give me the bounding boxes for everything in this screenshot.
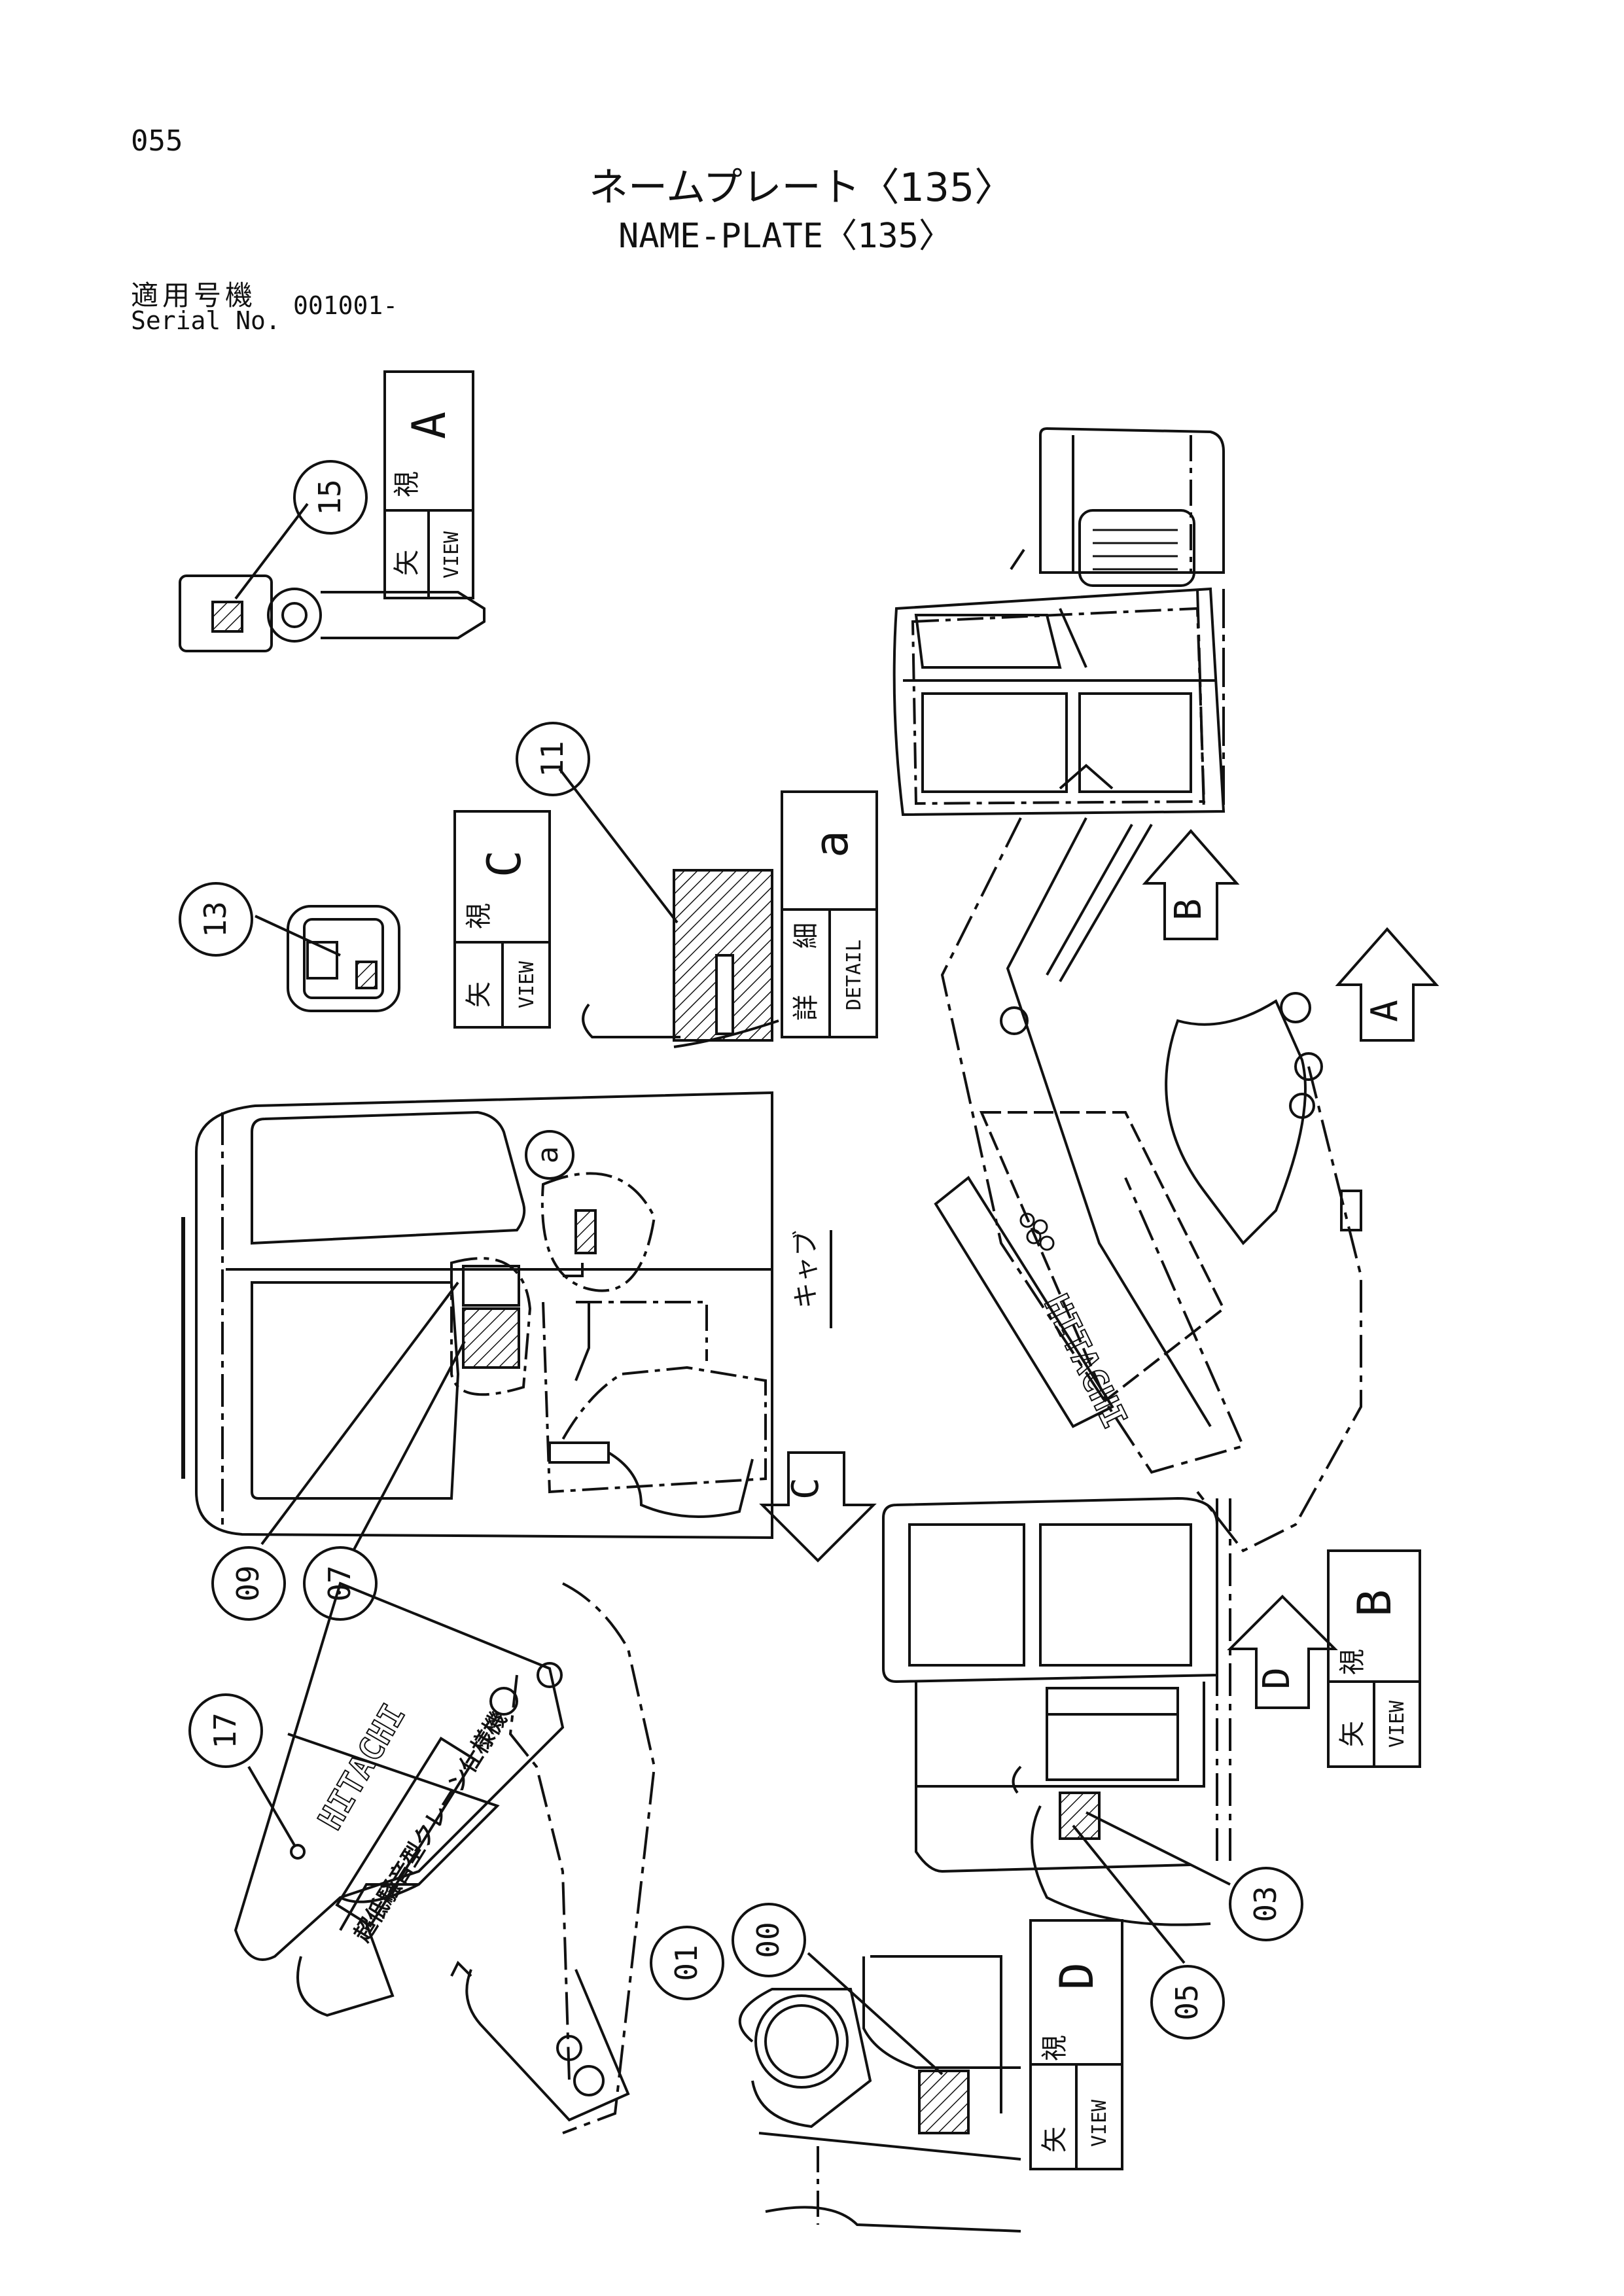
svg-text:17: 17	[207, 1712, 243, 1748]
view-b-letter: B	[1348, 1589, 1402, 1617]
arrow-a: A	[1335, 927, 1439, 1042]
arrow-c-letter: C	[785, 1477, 827, 1500]
svg-text:13: 13	[198, 901, 233, 937]
callout-05: 05	[1150, 1965, 1225, 2040]
arrow-d-letter: D	[1256, 1667, 1298, 1689]
detail-a-jp1: 詳	[791, 995, 821, 1021]
detail-a-jp2: 細	[791, 923, 821, 949]
page-title-japanese: ネームプレート〈135〉	[589, 165, 1014, 211]
view-d-label-box: 矢 視 VIEW D	[1029, 1919, 1123, 2170]
svg-text:01: 01	[669, 1945, 704, 1981]
callout-07: 07	[303, 1546, 378, 1621]
part-00-component	[738, 1952, 1021, 2233]
view-c-en: VIEW	[516, 961, 538, 1008]
view-c-jp2: 視	[464, 903, 494, 929]
callout-detail-a-marker: a	[525, 1130, 574, 1180]
arrow-b-letter: B	[1167, 898, 1210, 921]
view-c-jp1: 矢	[464, 981, 494, 1008]
brand-text-top: HITACHI	[1036, 1288, 1134, 1434]
callout-09: 09	[211, 1546, 286, 1621]
view-a-jp1: 矢	[392, 550, 422, 576]
part-15-component	[179, 503, 485, 652]
view-b-jp1: 矢	[1337, 1721, 1368, 1747]
view-b-en: VIEW	[1386, 1700, 1409, 1748]
part-13-component	[255, 905, 400, 1012]
arrow-d: D	[1227, 1595, 1338, 1709]
view-c-label-box: 矢 視 VIEW C	[453, 810, 551, 1029]
machine-rear-view	[882, 1496, 1231, 1964]
brand-text-bottom: HITACHI	[311, 1698, 413, 1836]
serial-label-english: Serial No.	[131, 306, 281, 335]
svg-text:05: 05	[1169, 1984, 1205, 2020]
svg-text:03: 03	[1248, 1886, 1283, 1922]
view-a-jp2: 視	[392, 471, 422, 497]
svg-text:09: 09	[230, 1565, 266, 1601]
page-title-english: NAME-PLATE〈135〉	[618, 217, 953, 256]
arrow-c: C	[759, 1451, 877, 1563]
callout-15: 15	[293, 460, 368, 535]
cab-label: キャブ	[791, 1230, 821, 1309]
cab-view: キャブ	[181, 1091, 832, 1540]
part-11-component	[558, 768, 779, 1048]
svg-text:11: 11	[535, 741, 570, 777]
view-d-en: VIEW	[1088, 2099, 1111, 2147]
detail-a-en: DETAIL	[843, 940, 866, 1010]
detail-a-letter: a	[805, 830, 858, 858]
view-d-jp2: 視	[1040, 2035, 1070, 2061]
serial-number-value: 001001-	[293, 291, 398, 320]
view-a-en: VIEW	[440, 531, 463, 578]
view-a-label-box: 矢 視 VIEW A	[383, 370, 474, 599]
serial-label-japanese: 適用号機	[131, 279, 257, 311]
callout-00: 00	[732, 1903, 806, 1977]
arrow-a-letter: A	[1364, 1000, 1406, 1022]
view-b-jp2: 視	[1337, 1649, 1368, 1675]
view-a-letter: A	[402, 412, 456, 439]
view-c-letter: C	[478, 850, 531, 877]
view-d-jp1: 矢	[1040, 2127, 1070, 2153]
callout-17: 17	[188, 1693, 263, 1768]
detail-a-label-box: 詳 細 DETAIL a	[781, 790, 878, 1038]
svg-text:15: 15	[312, 479, 347, 515]
svg-text:00: 00	[750, 1922, 786, 1958]
callout-01: 01	[650, 1926, 724, 2000]
svg-text:a: a	[531, 1146, 565, 1164]
excavator-top-view	[892, 427, 1226, 817]
callout-11: 11	[516, 722, 590, 796]
callout-03: 03	[1229, 1867, 1303, 1941]
arrow-b: B	[1142, 828, 1240, 940]
view-d-letter: D	[1050, 1962, 1104, 1990]
page-number: 055	[131, 124, 183, 158]
view-b-label-box: 矢 視 VIEW B	[1327, 1549, 1421, 1768]
excavator-boom-top: HITACHI	[934, 817, 1362, 1553]
svg-text:07: 07	[322, 1565, 357, 1601]
callout-13: 13	[179, 882, 253, 957]
